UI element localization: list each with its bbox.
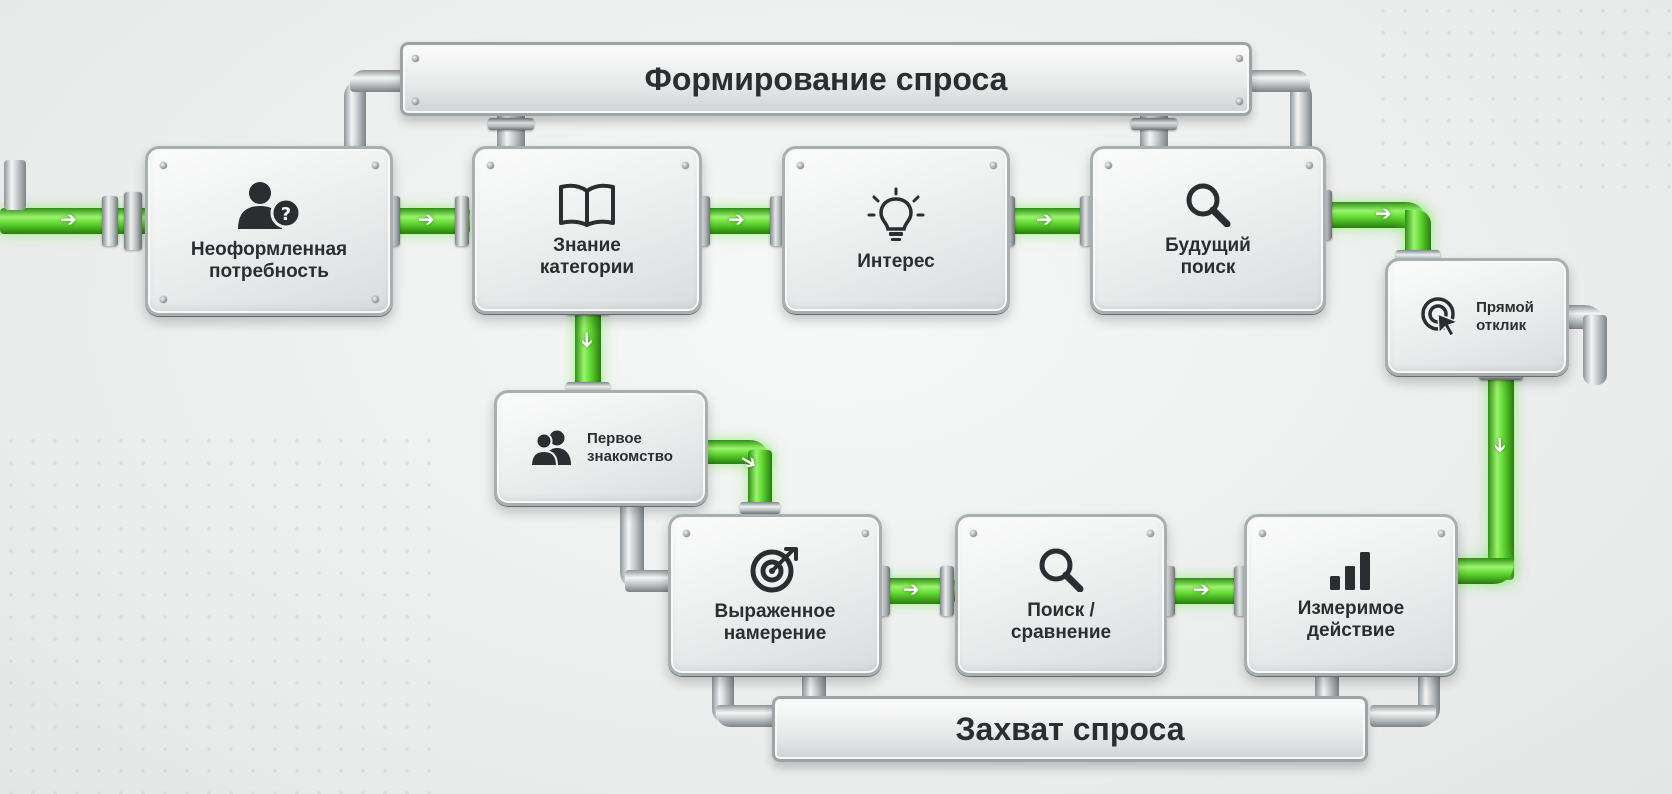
bolt xyxy=(1147,530,1154,537)
bolt xyxy=(990,162,997,169)
banner-demand-capture: Захват спроса xyxy=(772,696,1368,762)
bolt xyxy=(160,162,167,169)
pipe-interes-budush xyxy=(1000,208,1095,234)
node-label: Неоформленная потребность xyxy=(190,239,348,282)
lightbulb-icon xyxy=(867,187,925,241)
pipe-pryamoy-izmer xyxy=(1488,370,1514,580)
pipe-pryamoy-izmer xyxy=(1450,558,1514,584)
pipe-banner-support xyxy=(1290,80,1312,150)
pipe-flange xyxy=(1131,118,1177,130)
pipe-znanie-pervoe xyxy=(575,305,601,395)
pipe-flange xyxy=(488,118,534,130)
pipe-banner-support xyxy=(497,110,525,150)
dot-texture xyxy=(0,430,440,794)
flow-arrow-icon: ➔ xyxy=(728,209,745,231)
bolt xyxy=(1236,98,1243,105)
search-icon xyxy=(1039,548,1084,592)
bar-chart-icon xyxy=(1330,552,1370,590)
pipe-banner-support xyxy=(716,705,776,727)
flow-arrow-icon: ➔ xyxy=(575,331,598,349)
node-label: Первое знакомство xyxy=(587,430,673,465)
bolt xyxy=(970,530,977,537)
flow-arrow-icon: ➔ xyxy=(418,209,435,231)
bolt xyxy=(487,162,494,169)
bolt xyxy=(1236,55,1243,62)
bolt xyxy=(682,162,689,169)
node-label: Знание категории xyxy=(539,235,635,278)
users-icon xyxy=(530,430,572,467)
node-znanie: Знание категории xyxy=(472,146,702,314)
node-label: Выраженное намерение xyxy=(714,601,836,644)
bolt xyxy=(1306,162,1313,169)
node-label: Поиск / сравнение xyxy=(1010,600,1112,643)
pipe-flange xyxy=(940,566,954,616)
bolt xyxy=(372,296,379,303)
bolt xyxy=(412,98,419,105)
flow-arrow-icon: ➔ xyxy=(1036,209,1053,231)
node-pervoe: Первое знакомство xyxy=(494,390,708,506)
pipe-banner-support xyxy=(344,80,366,150)
flow-arrow-icon: ➔ xyxy=(903,579,920,601)
pipe-flange xyxy=(770,196,784,246)
pipe-flange xyxy=(102,196,118,246)
node-label: Прямой отклик xyxy=(1476,299,1534,334)
pipe-stub xyxy=(625,570,675,592)
flow-arrow-icon: ➔ xyxy=(60,209,77,231)
bolt xyxy=(412,55,419,62)
bolt xyxy=(797,162,804,169)
node-label: Интерес xyxy=(857,251,935,272)
bolt xyxy=(683,530,690,537)
node-vyrazh: Выраженное намерение xyxy=(668,514,882,676)
node-interes: Интерес xyxy=(782,146,1010,314)
node-neoform: ? Неоформленная потребность xyxy=(145,146,393,316)
node-poisk: Поиск / сравнение xyxy=(955,514,1167,676)
node-izmer: Измеримое действие xyxy=(1244,514,1458,676)
bolt xyxy=(862,530,869,537)
bolt xyxy=(1259,530,1266,537)
pipe-banner-support xyxy=(350,70,405,92)
pipe-banner-support xyxy=(1250,70,1310,92)
node-budush: Будущий поиск xyxy=(1090,146,1326,314)
pipe-banner-support xyxy=(1140,110,1168,150)
node-label: Измеримое действие xyxy=(1297,598,1405,641)
flow-arrow-icon: ➔ xyxy=(1375,203,1392,225)
pipe-flange xyxy=(740,502,780,514)
book-icon xyxy=(559,183,615,227)
dot-texture xyxy=(1372,0,1672,190)
node-label: Будущий поиск xyxy=(1165,235,1251,278)
bolt xyxy=(1105,162,1112,169)
pipe-stub xyxy=(1583,315,1607,385)
node-pryamoy: Прямой отклик xyxy=(1385,258,1569,376)
bolt xyxy=(372,162,379,169)
bolt xyxy=(160,296,167,303)
svg-text:?: ? xyxy=(281,204,291,225)
flow-arrow-icon: ➔ xyxy=(1488,436,1511,454)
search-icon xyxy=(1186,183,1231,227)
flow-arrow-icon: ➔ xyxy=(1193,579,1210,601)
banner-demand-generation: Формирование спроса xyxy=(400,42,1252,116)
pipe-banner-support xyxy=(1370,705,1436,727)
target-icon xyxy=(750,547,798,593)
pipe-stub xyxy=(4,160,26,210)
user-question-icon: ? xyxy=(238,182,302,229)
bolt xyxy=(1438,530,1445,537)
pipe-flange xyxy=(124,192,142,250)
cursor-click-icon xyxy=(1421,297,1461,337)
pipe-flange xyxy=(455,196,469,246)
